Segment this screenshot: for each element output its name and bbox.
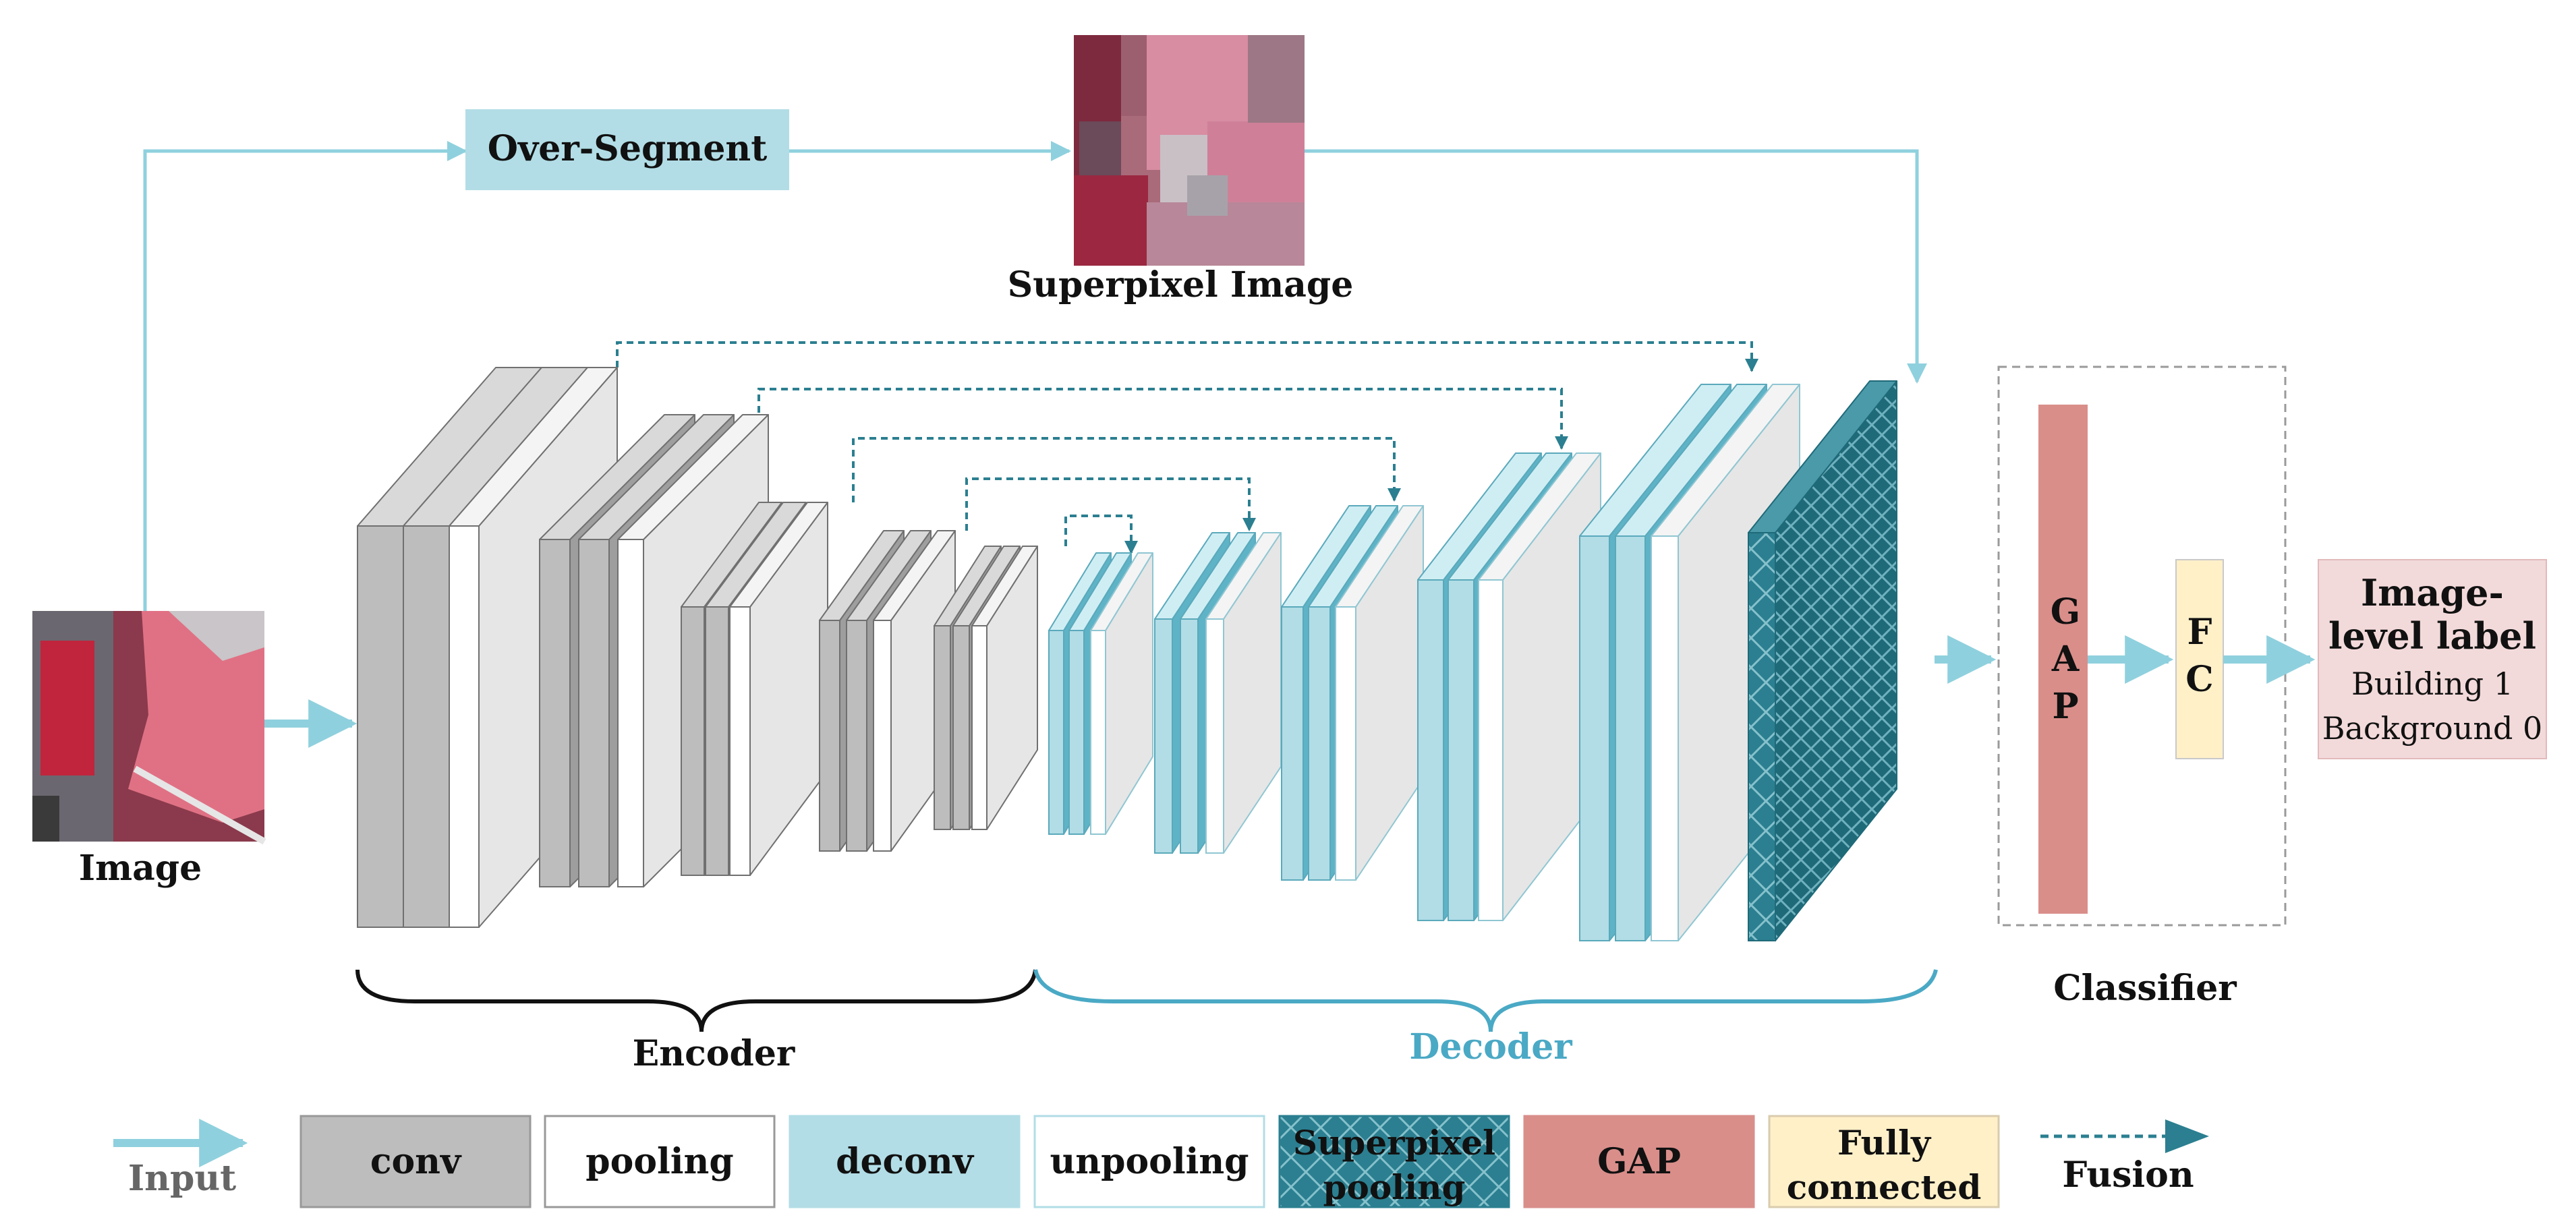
output-title-line2: level label bbox=[2328, 614, 2536, 657]
classifier-box bbox=[1997, 365, 2287, 927]
fusion-link-4 bbox=[965, 477, 1256, 531]
dec-deconv-2a-front bbox=[1154, 618, 1173, 854]
decoder-brace bbox=[1033, 969, 1938, 1032]
top-flow: Over-Segment Superpixel Image bbox=[143, 35, 1927, 617]
dec-deconv-3b-front bbox=[1308, 606, 1331, 881]
enc-conv-5b-front bbox=[952, 625, 970, 830]
fc-letter-c: C bbox=[2185, 659, 2213, 700]
fusion-connections bbox=[616, 341, 1758, 554]
dec-deconv-5b-front bbox=[1615, 535, 1646, 941]
over-segment-box bbox=[465, 109, 789, 190]
superpixel-image-label: Superpixel Image bbox=[1008, 264, 1354, 305]
enc-conv-2a-front bbox=[539, 539, 571, 887]
enc-pool-4-front bbox=[873, 620, 892, 852]
encoder-label: Encoder bbox=[633, 1033, 795, 1074]
enc-conv-5a-front bbox=[934, 625, 951, 830]
fusion-link-1 bbox=[616, 341, 1758, 372]
legend-deconv-label: deconv bbox=[836, 1141, 975, 1182]
fusion-link-3 bbox=[852, 437, 1401, 502]
gap-letter-p: P bbox=[2052, 686, 2078, 727]
gap-block bbox=[2038, 405, 2088, 914]
dec-unpool-2 bbox=[1205, 532, 1282, 854]
output-title-line1: Image- bbox=[2361, 571, 2504, 614]
dec-unpool-5-front bbox=[1651, 535, 1679, 941]
input-image bbox=[32, 611, 266, 845]
output-background: Background 0 bbox=[2322, 710, 2543, 746]
superpixel-pooling-layer-front bbox=[1748, 532, 1776, 941]
dec-deconv-4a-front bbox=[1417, 579, 1444, 921]
superpixel-image bbox=[1074, 35, 1305, 266]
output-label-box bbox=[2318, 559, 2547, 759]
dec-unpool-4 bbox=[1478, 452, 1601, 921]
legend-conv-swatch bbox=[299, 1115, 532, 1208]
legend-fully-line1: Fully bbox=[1837, 1123, 1932, 1163]
dec-deconv-4b-front bbox=[1448, 579, 1475, 921]
dec-unpool-3-front bbox=[1335, 606, 1356, 881]
dec-unpool-4-front bbox=[1478, 579, 1504, 921]
fusion-link-2 bbox=[757, 388, 1568, 450]
classifier-label: Classifier bbox=[2053, 968, 2237, 1009]
legend-fully-line2: connected bbox=[1787, 1167, 1982, 1207]
encoder-brace bbox=[355, 969, 1037, 1032]
enc-conv-4b-front bbox=[846, 620, 867, 852]
enc-conv-1a-front bbox=[357, 525, 404, 928]
enc-pool-3-front bbox=[729, 606, 751, 876]
superpixel-pooling-layer bbox=[1748, 380, 1897, 941]
legend-pooling-label: pooling bbox=[585, 1141, 733, 1182]
input-image-label: Image bbox=[79, 848, 202, 889]
enc-conv-4a-front bbox=[819, 620, 840, 852]
legend-gap-swatch bbox=[1523, 1115, 1755, 1208]
enc-conv-3a-front bbox=[681, 606, 705, 876]
dec-unpool-1 bbox=[1090, 552, 1153, 835]
output-building: Building 1 bbox=[2351, 666, 2513, 702]
legend-fusion-arrowhead bbox=[2165, 1119, 2209, 1153]
enc-pool-5-front bbox=[971, 625, 988, 830]
legend-fusion-label: Fusion bbox=[2062, 1154, 2194, 1196]
legend-unpooling-label: unpooling bbox=[1050, 1141, 1249, 1182]
enc-conv-2b-front bbox=[578, 539, 610, 887]
legend-unpooling-swatch bbox=[1033, 1115, 1265, 1208]
gap-letter-g: G bbox=[2051, 591, 2080, 633]
gap-letter-a: A bbox=[2051, 639, 2080, 680]
legend-conv-label: conv bbox=[370, 1141, 462, 1182]
legend: Input conv pooling deconv unpooling Supe… bbox=[113, 1115, 2209, 1208]
dec-deconv-1b-front bbox=[1068, 630, 1085, 835]
dec-unpool-1-front bbox=[1090, 630, 1106, 835]
dec-deconv-5a-front bbox=[1579, 535, 1610, 941]
legend-fully-connected-swatch bbox=[1768, 1115, 2000, 1208]
legend-gap-label: GAP bbox=[1597, 1141, 1681, 1182]
enc-pool-5 bbox=[971, 546, 1038, 830]
legend-superpixel-pooling-swatch bbox=[1278, 1115, 1510, 1208]
enc-pool-2-front bbox=[617, 539, 644, 887]
dec-deconv-2b-front bbox=[1180, 618, 1199, 854]
encoder-decoder-layers bbox=[357, 367, 1897, 941]
dec-unpool-3 bbox=[1335, 505, 1424, 881]
enc-pool-3 bbox=[729, 502, 828, 876]
fc-block bbox=[2175, 559, 2224, 759]
superpixel-to-pooling-arrow bbox=[1305, 149, 1927, 384]
fusion-link-5 bbox=[1064, 515, 1138, 554]
dec-deconv-1a-front bbox=[1048, 630, 1064, 835]
legend-input-label: Input bbox=[128, 1158, 236, 1199]
legend-pooling-swatch bbox=[544, 1115, 776, 1208]
legend-deconv-swatch bbox=[789, 1115, 1021, 1208]
enc-conv-3b-front bbox=[705, 606, 729, 876]
input-to-oversegment-arrow bbox=[143, 141, 467, 617]
decoder-label: Decoder bbox=[1409, 1026, 1572, 1067]
over-segment-label: Over-Segment bbox=[488, 128, 768, 169]
fc-letter-f: F bbox=[2187, 612, 2212, 653]
dec-deconv-3a-front bbox=[1281, 606, 1304, 881]
enc-pool-1-front bbox=[449, 525, 480, 928]
legend-superpixel-line1: Superpixel bbox=[1293, 1123, 1495, 1163]
legend-superpixel-line2: pooling bbox=[1323, 1167, 1466, 1207]
dec-unpool-2-front bbox=[1205, 618, 1224, 854]
enc-conv-1b-front bbox=[403, 525, 450, 928]
